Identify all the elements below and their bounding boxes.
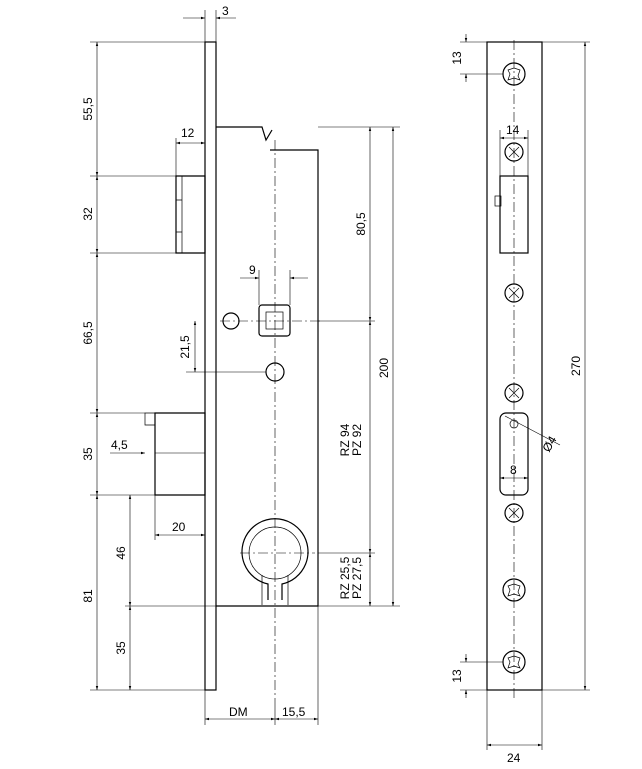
dim-screw-bottom: 13 <box>450 669 464 683</box>
faceplate-side <box>204 41 217 691</box>
dim-cyl-to-bottom: 35 <box>114 641 128 655</box>
dim-rz-center: RZ 94 <box>338 423 352 456</box>
dim-pz-cyl: PZ 27,5 <box>350 557 364 599</box>
dim-latch-depth: 12 <box>181 126 195 140</box>
latch-opening <box>499 175 529 254</box>
side-view: 3 55,5 32 12 66,5 9 21,5 35 4,5 20 46 35… <box>81 4 400 725</box>
dim-latch-width: 14 <box>506 123 520 137</box>
dim-total-height: 270 <box>569 356 583 376</box>
front-view: 13 14 270 Ø4 8 13 24 <box>450 34 590 765</box>
dim-backset: DM <box>229 705 248 719</box>
latch-bolt <box>175 175 206 254</box>
dead-bolt <box>154 412 206 496</box>
dim-bottom-total: 81 <box>81 589 95 603</box>
dim-pz-center: PZ 92 <box>350 424 364 456</box>
dim-case-total: 200 <box>377 358 391 378</box>
dim-screw-top: 13 <box>450 51 464 65</box>
dim-cyl-half: 15,5 <box>282 705 306 719</box>
dim-bolt-height: 35 <box>81 447 95 461</box>
dim-rz-cyl: RZ 25,5 <box>338 556 352 599</box>
dim-spindle-square: 9 <box>249 263 256 277</box>
dim-latch-to-spindle: 66,5 <box>81 321 95 345</box>
dim-bolt-depth: 20 <box>172 520 186 534</box>
dim-case-upper: 80,5 <box>354 212 368 236</box>
dim-plate-width: 24 <box>507 751 521 765</box>
dim-faceplate-thickness: 3 <box>222 4 229 18</box>
faceplate-front <box>486 41 543 691</box>
dim-bolt-offset: 4,5 <box>111 438 128 452</box>
dim-top-to-latch: 55,5 <box>81 97 95 121</box>
dim-latch-height: 32 <box>81 207 95 221</box>
dim-slot-width: 8 <box>510 463 517 477</box>
lock-case-outline <box>216 126 319 607</box>
dim-bolt-to-cyl: 46 <box>114 546 128 560</box>
spindle-follower <box>258 304 291 337</box>
dim-spindle-offset: 21,5 <box>178 335 192 359</box>
